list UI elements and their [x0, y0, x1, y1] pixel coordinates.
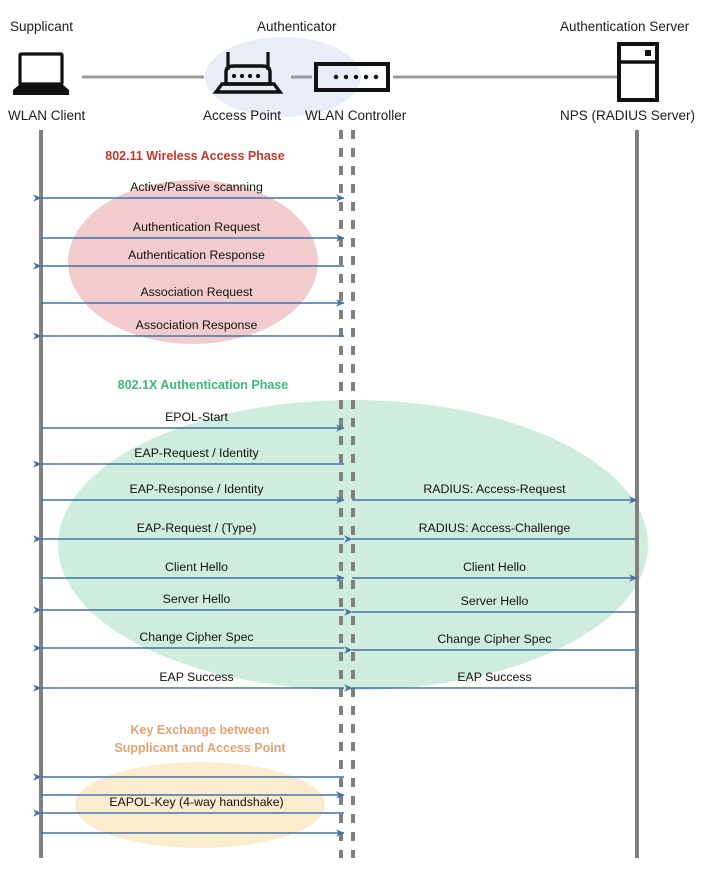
- phase-label-line: 802.1X Authentication Phase: [117, 378, 289, 392]
- laptop-icon: [13, 52, 69, 95]
- access-point-icon: [212, 52, 284, 94]
- role-title-authenticator: Authenticator: [257, 19, 337, 34]
- message-label-right-2: Client Hello: [463, 560, 526, 574]
- message-label-right-1: RADIUS: Access-Challenge: [418, 521, 571, 535]
- authenticator-group-ellipse: [205, 37, 361, 117]
- phase-label-line: 802.11 Wireless Access Phase: [105, 149, 285, 163]
- message-label-left-4: Association Response: [135, 318, 258, 332]
- message-label-left-15: EAPOL-Key (4-way handshake): [109, 795, 284, 809]
- phase-label-line: Key Exchange between: [130, 723, 270, 737]
- message-arrows-left: [33, 194, 345, 837]
- message-arrows-right: [344, 496, 638, 692]
- phase-label-802-1x: 802.1X Authentication Phase: [68, 376, 338, 394]
- server-icon: [617, 42, 659, 102]
- device-label-access-point: Access Point: [203, 108, 282, 123]
- message-label-left-12: EAP Success: [159, 670, 234, 684]
- device-label-wlan-client: WLAN Client: [8, 108, 86, 123]
- message-label-left-11: Change Cipher Spec: [139, 630, 254, 644]
- message-label-right-4: Change Cipher Spec: [437, 632, 552, 646]
- message-label-left-3: Association Request: [140, 285, 253, 299]
- phase-ellipse-phase-key-exchange: [75, 762, 325, 848]
- message-label-left-0: Active/Passive scanning: [130, 180, 263, 194]
- role-title-supplicant: Supplicant: [10, 19, 74, 34]
- device-label-wlan-controller: WLAN Controller: [305, 108, 407, 123]
- message-label-right-3: Server Hello: [460, 594, 529, 608]
- message-label-left-5: EPOL-Start: [165, 410, 228, 424]
- message-label-right-5: EAP Success: [457, 670, 532, 684]
- message-label-left-9: Client Hello: [165, 560, 228, 574]
- message-label-left-6: EAP-Request / Identity: [134, 446, 259, 460]
- message-label-left-10: Server Hello: [162, 592, 231, 606]
- phase-label-line: Supplicant and Access Point: [114, 741, 286, 755]
- wlan-controller-icon: [314, 62, 390, 92]
- message-label-right-0: RADIUS: Access-Request: [423, 482, 566, 496]
- role-title-auth-server: Authentication Server: [560, 19, 690, 34]
- message-label-left-7: EAP-Response / Identity: [129, 482, 264, 496]
- message-label-left-1: Authentication Request: [132, 220, 261, 234]
- message-label-left-2: Authentication Response: [128, 248, 265, 262]
- message-label-left-8: EAP-Request / (Type): [136, 521, 257, 535]
- device-label-nps: NPS (RADIUS Server): [560, 108, 696, 123]
- phase-label-802-11: 802.11 Wireless Access Phase: [60, 147, 330, 165]
